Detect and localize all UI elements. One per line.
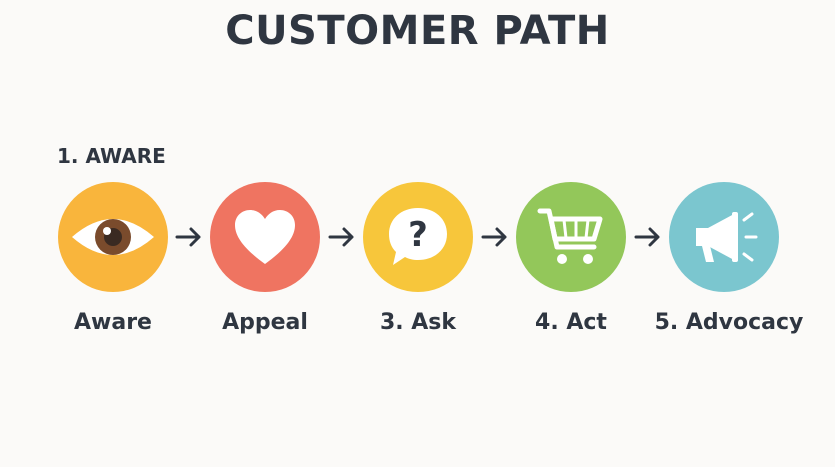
- step-caption-advocacy: 5. Advocacy: [654, 310, 804, 335]
- eye-icon: [72, 219, 154, 255]
- step-ask-circle: ?: [363, 182, 473, 292]
- svg-text:?: ?: [408, 215, 428, 255]
- arrow-icon: [328, 227, 354, 247]
- step-appeal-circle: [210, 182, 320, 292]
- step-advocacy-circle: [669, 182, 779, 292]
- step-caption-act: 4. Act: [535, 310, 607, 335]
- megaphone-icon: [696, 212, 758, 262]
- heart-icon: [235, 210, 295, 264]
- arrow-icon: [175, 227, 201, 247]
- step-caption-appeal: Appeal: [222, 310, 308, 335]
- page-title: CUSTOMER PATH: [225, 8, 610, 54]
- arrow-icon: [481, 227, 507, 247]
- step-heading: 1. AWARE: [57, 144, 166, 168]
- step-act-circle: [516, 182, 626, 292]
- step-aware-circle: [58, 182, 168, 292]
- arrow-icon: [634, 227, 660, 247]
- step-caption-aware: Aware: [74, 310, 152, 335]
- shopping-cart-icon: [537, 208, 603, 264]
- step-caption-ask: 3. Ask: [379, 310, 457, 335]
- question-bubble-icon: ?: [389, 208, 447, 265]
